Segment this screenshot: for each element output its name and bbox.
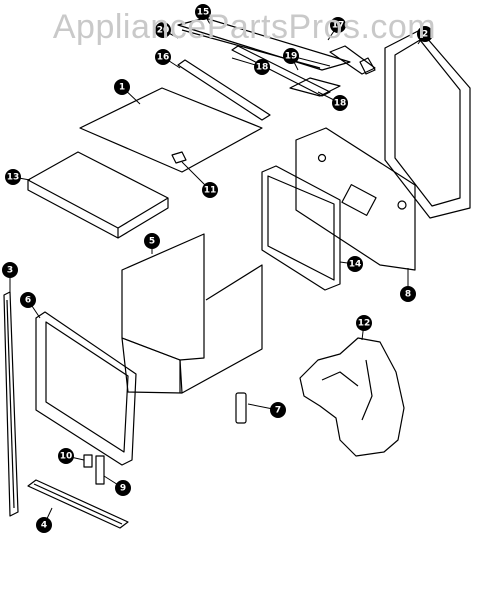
- callout-number: 3: [7, 266, 13, 276]
- callout-2: 2: [417, 26, 433, 42]
- callout-9: 9: [115, 480, 131, 496]
- callout-number: 10: [60, 452, 73, 462]
- top-panel-part: [79, 87, 263, 173]
- callout-marker: [58, 448, 74, 464]
- callout-marker: [283, 48, 299, 64]
- callout-7: 7: [270, 402, 286, 418]
- callout-number: 15: [197, 8, 210, 18]
- callout-marker: [195, 4, 211, 20]
- callout-marker: [417, 26, 433, 42]
- insulation-blanket-part: [299, 337, 405, 457]
- callout-marker: [36, 517, 52, 533]
- callout-13: 13: [5, 169, 21, 185]
- back-panel-part: [384, 29, 471, 219]
- callout-marker: [20, 292, 36, 308]
- callout-number: 12: [358, 319, 371, 329]
- callout-marker: [356, 315, 372, 331]
- insulation-pad-part: [27, 151, 169, 239]
- callout-number: 19: [285, 52, 298, 62]
- callout-marker: [115, 480, 131, 496]
- callout-marker: [114, 79, 130, 95]
- callout-number: 2: [422, 30, 428, 40]
- callout-marker: [144, 233, 160, 249]
- callout-16: 16: [155, 49, 171, 65]
- callout-4: 4: [36, 517, 52, 533]
- gasket-panel-part: [261, 165, 341, 291]
- callout-12: 12: [356, 315, 372, 331]
- callout-14: 14: [347, 256, 363, 272]
- callout-number: 18: [256, 63, 269, 73]
- callout-number: 11: [204, 186, 217, 196]
- callout-19: 19: [283, 48, 299, 64]
- callout-number: 13: [7, 173, 20, 183]
- callout-20: 20: [155, 22, 171, 38]
- bottom-trim-part: [27, 479, 129, 529]
- callout-marker: [2, 262, 18, 278]
- callout-number: 6: [25, 296, 31, 306]
- callout-marker: [400, 286, 416, 302]
- trim-strip-part: [3, 291, 19, 517]
- callout-number: 9: [120, 484, 126, 494]
- callout-marker: [5, 169, 21, 185]
- callout-number: 5: [149, 237, 155, 247]
- callout-number: 4: [41, 521, 47, 531]
- callout-marker: [155, 22, 171, 38]
- oven-liner-box-part: [121, 233, 263, 394]
- small-bracket-parts: [83, 392, 247, 485]
- callout-1: 1: [114, 79, 130, 95]
- callout-11: 11: [202, 182, 218, 198]
- callout-marker: [330, 17, 346, 33]
- callout-number: 14: [349, 260, 362, 270]
- callout-marker: [347, 256, 363, 272]
- glass-cover-part: [35, 311, 137, 466]
- callout-6: 6: [20, 292, 36, 308]
- callout-marker: [202, 182, 218, 198]
- callout-number: 1: [119, 83, 125, 93]
- callout-10: 10: [58, 448, 74, 464]
- callout-number: 8: [405, 290, 411, 300]
- callout-5: 5: [144, 233, 160, 249]
- callout-marker: [155, 49, 171, 65]
- callout-number: 20: [157, 26, 170, 36]
- callout-number: 16: [157, 53, 170, 63]
- callout-18: 18: [332, 95, 348, 111]
- callout-18: 18: [254, 59, 270, 75]
- callout-15: 15: [195, 4, 211, 20]
- callout-number: 18: [334, 99, 347, 109]
- callout-marker: [254, 59, 270, 75]
- callout-17: 17: [330, 17, 346, 33]
- callout-number: 7: [275, 406, 281, 416]
- top-rail-parts: [177, 17, 376, 121]
- side-panel-part: [295, 127, 416, 271]
- callout-marker: [270, 402, 286, 418]
- leader-lines: [9, 11, 426, 526]
- callout-marker: [332, 95, 348, 111]
- callout-8: 8: [400, 286, 416, 302]
- callout-number: 17: [332, 21, 345, 31]
- callout-3: 3: [2, 262, 18, 278]
